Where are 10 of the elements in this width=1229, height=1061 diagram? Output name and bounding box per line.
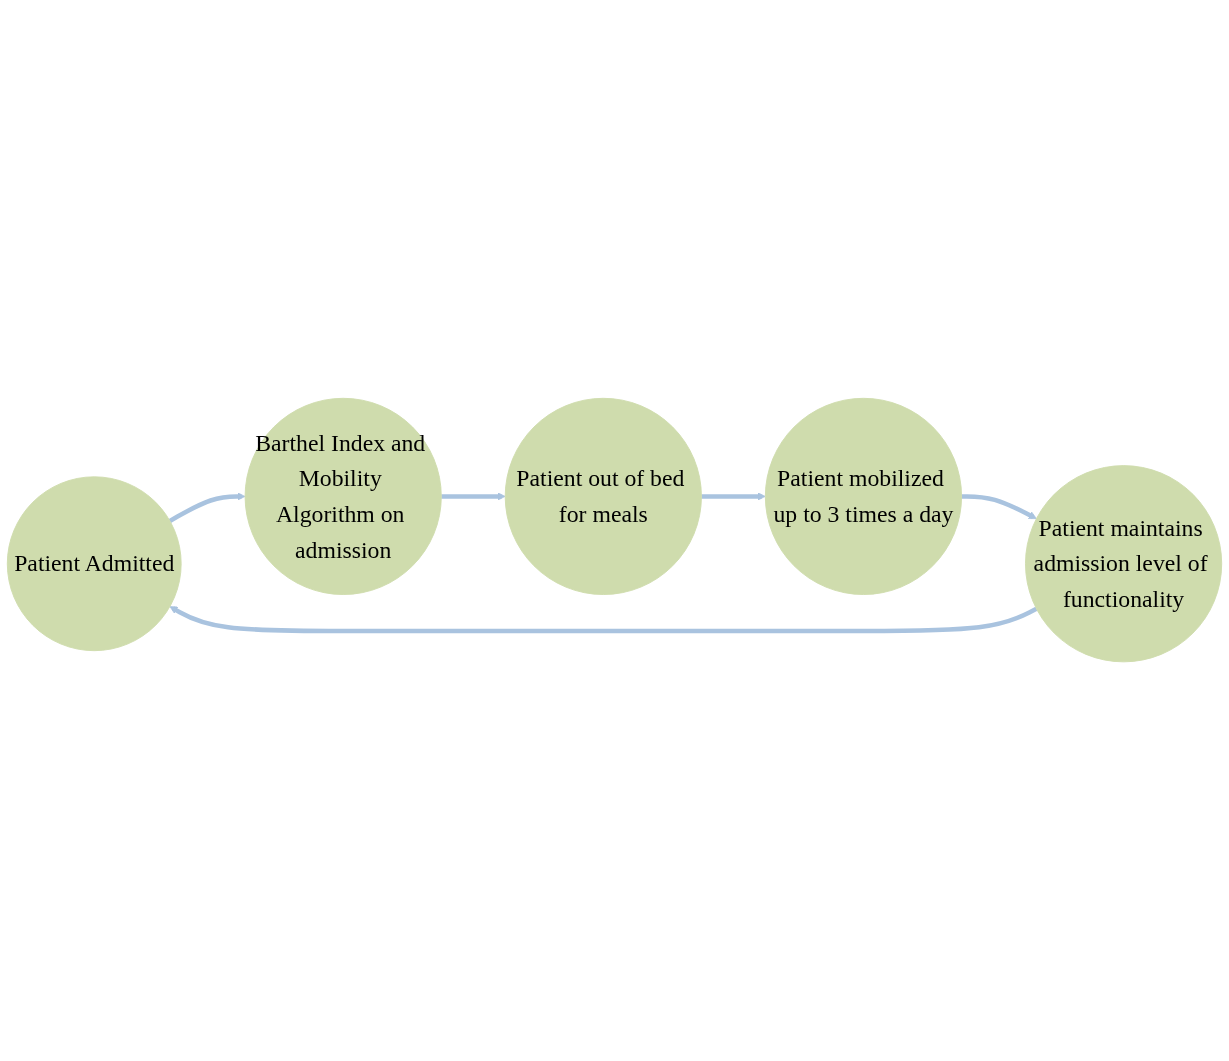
node-circle: Patient out of bed for meals (504, 398, 702, 596)
node-circle: Patient maintains admission level of functionality (1025, 465, 1223, 663)
arrow (961, 494, 1037, 520)
node-circle: Barthel Index and Mobility Algorithm on admission (244, 398, 442, 596)
node-circle: Patient Admitted (6, 476, 182, 652)
arrow (441, 492, 506, 501)
arrow (169, 606, 1038, 634)
arrow (701, 492, 766, 501)
arrow (168, 492, 246, 524)
node-circle: Patient mobilized up to 3 times a day (764, 398, 963, 596)
